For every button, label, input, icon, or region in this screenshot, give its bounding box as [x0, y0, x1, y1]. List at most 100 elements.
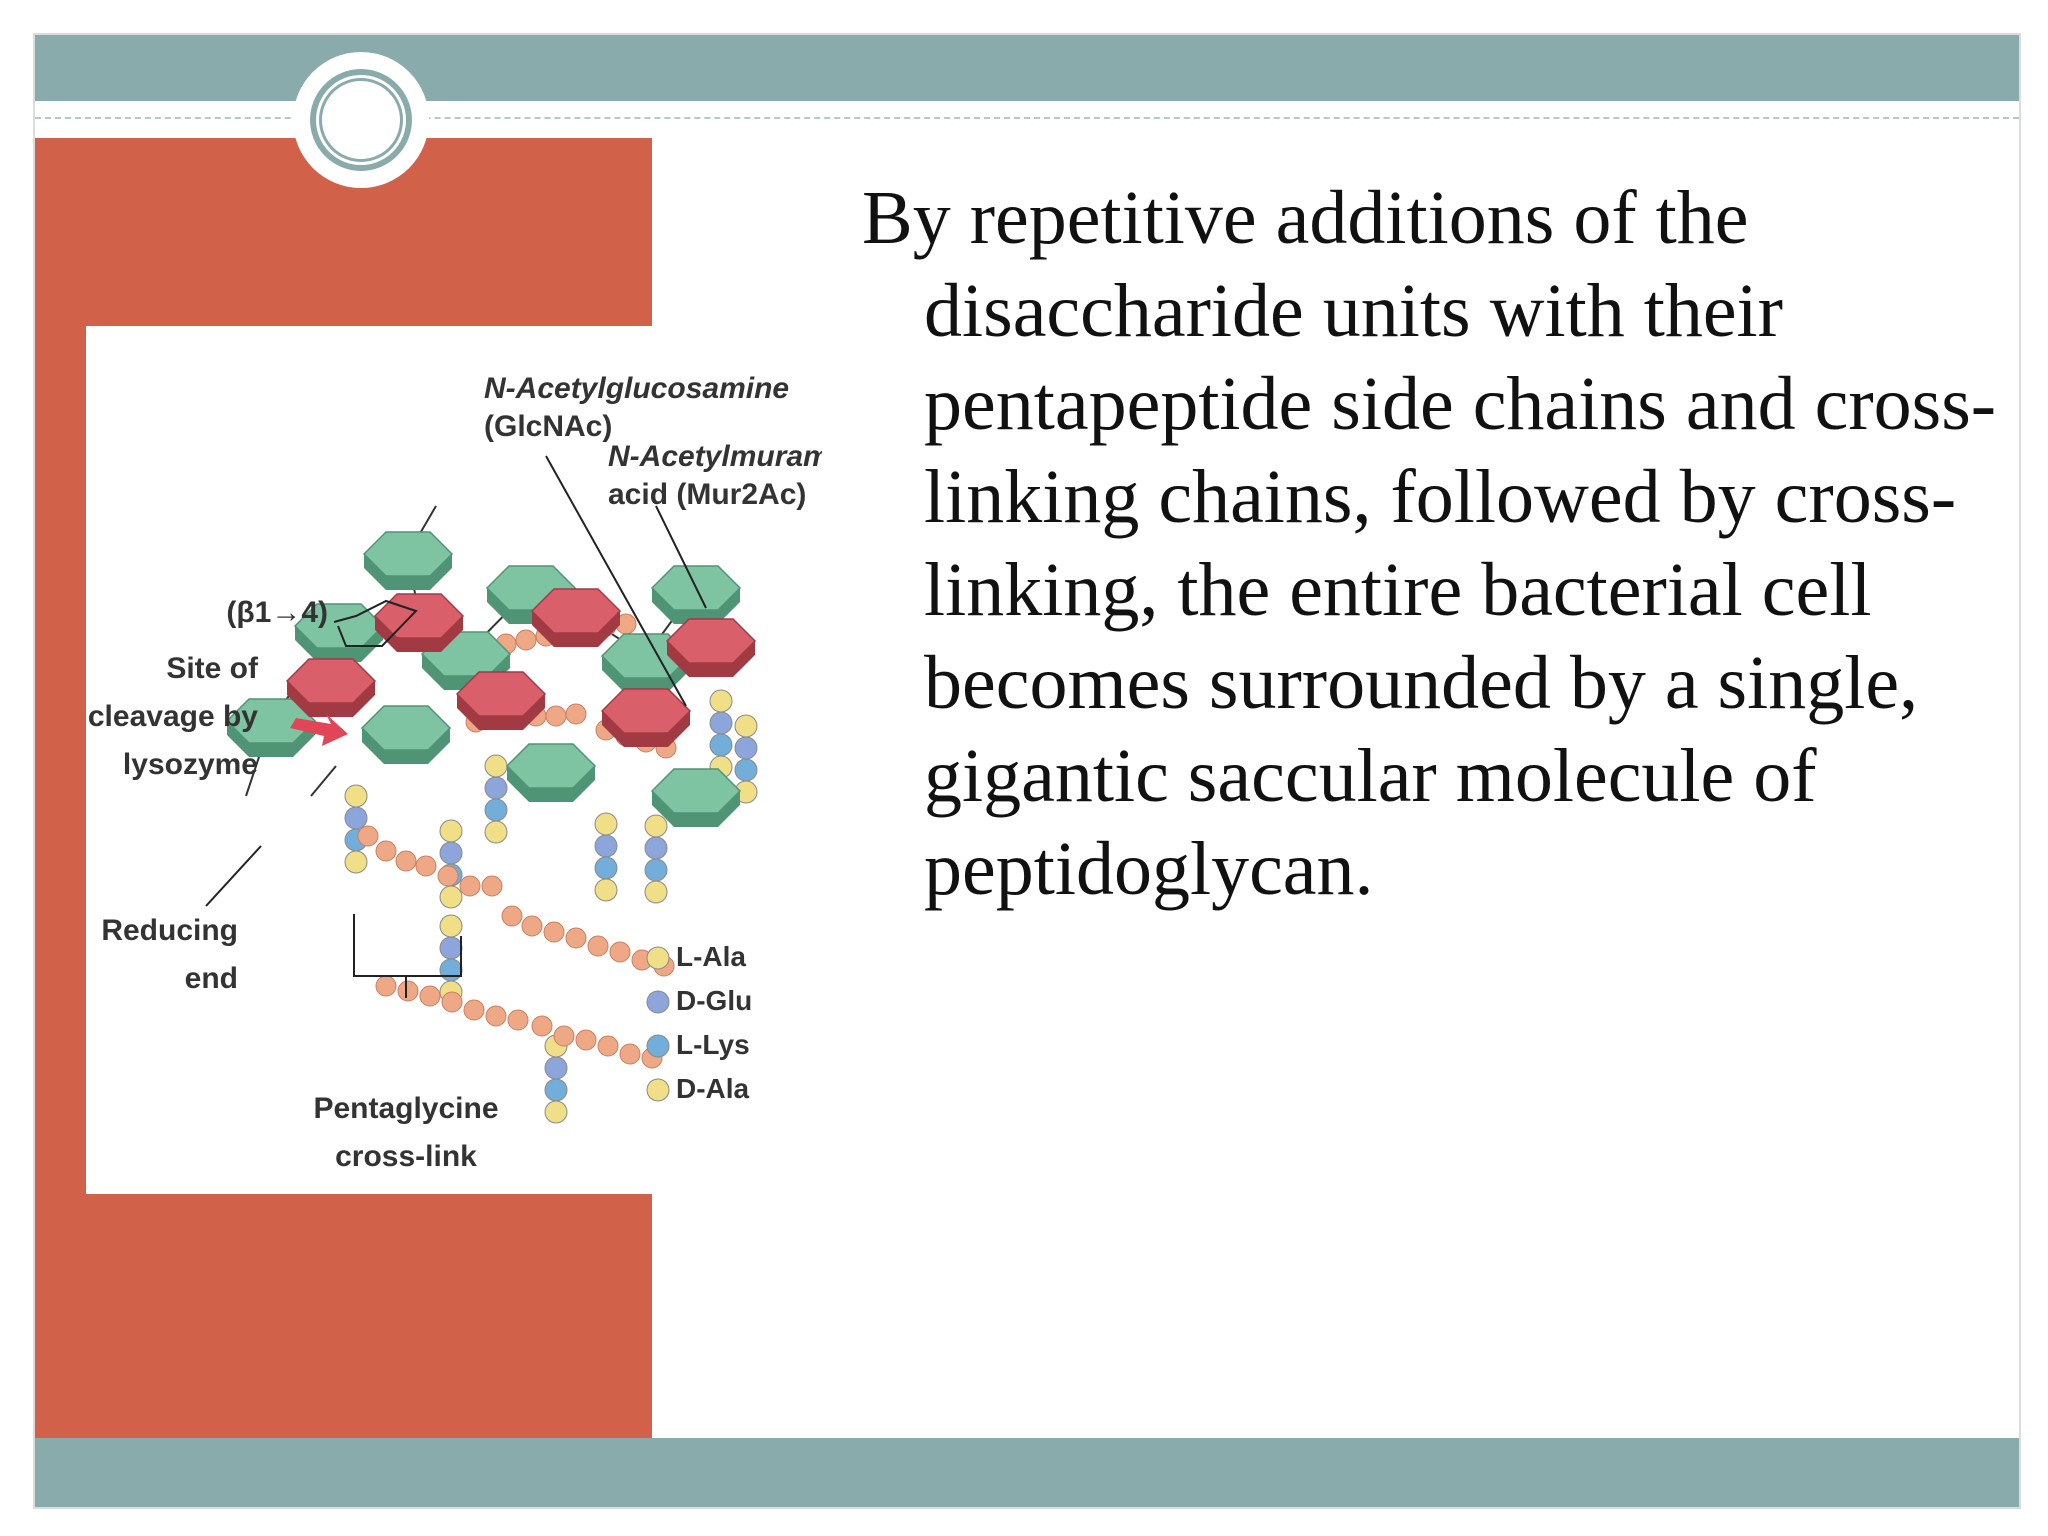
- pentaglycine-label-2: cross-link: [335, 1140, 477, 1173]
- peptide-bead: [709, 711, 733, 735]
- legend-d-glu: D-Glu: [676, 985, 752, 1016]
- glycine-bead: [609, 941, 631, 963]
- glycine-bead: [521, 915, 543, 937]
- glycine-bead: [397, 980, 419, 1002]
- slide-body-text: By repetitive additions of the disacchar…: [862, 176, 1997, 911]
- glycine-bead: [419, 985, 441, 1007]
- lysozyme-cleavage-arrow-icon: [290, 714, 348, 746]
- peptide-bead: [439, 885, 463, 909]
- reducing-end-label-1: Reducing: [101, 914, 238, 947]
- bottom-band: [35, 1438, 2019, 1507]
- peptide-bead: [439, 936, 463, 960]
- glcnac-leader: [545, 455, 687, 707]
- bond-bracket: [333, 599, 418, 647]
- peptidoglycan-diagram: N-Acetylglucosamine (GlcNAc) N-Acetylmur…: [88, 372, 855, 1173]
- dashed-divider: [35, 117, 2019, 119]
- peptide-bead: [594, 834, 618, 858]
- legend-l-ala: L-Ala: [676, 941, 746, 972]
- peptide-bead: [544, 1078, 568, 1102]
- legend-d-glu-bead: [646, 990, 670, 1014]
- glycine-bead: [565, 927, 587, 949]
- glycine-bead: [463, 999, 485, 1021]
- glcnac-sugar: [225, 698, 317, 757]
- peptide-bead: [544, 1100, 568, 1124]
- legend-l-lys: L-Lys: [676, 1029, 750, 1060]
- glycine-bead: [575, 1029, 597, 1051]
- pentaglycine-bracket: [353, 914, 462, 977]
- cleavage-label-2: cleavage by: [88, 700, 258, 733]
- peptide-bead: [544, 1056, 568, 1080]
- peptide-bead: [344, 850, 368, 874]
- glycine-bead: [565, 703, 587, 725]
- legend-d-ala-bead: [646, 1078, 670, 1102]
- peptide-bead: [484, 776, 508, 800]
- peptide-bead: [439, 841, 463, 865]
- murnac-label: N-Acetylmuramic: [608, 440, 822, 473]
- peptide-bead: [709, 689, 733, 713]
- glcnac-sugar: [650, 768, 742, 827]
- peptide-bead: [594, 812, 618, 836]
- glycine-bead: [357, 825, 379, 847]
- legend-l-ala-bead: [646, 946, 670, 970]
- bond-label: (β1→4): [226, 596, 328, 629]
- peptide-bead: [484, 820, 508, 844]
- peptide-bead: [709, 733, 733, 757]
- glycine-bead: [597, 1035, 619, 1057]
- glcnac-sugar: [650, 565, 742, 624]
- peptide-bead: [734, 736, 758, 760]
- legend-l-lys-bead: [646, 1034, 670, 1058]
- murnac-sugar: [285, 658, 377, 717]
- glcnac-label: N-Acetylglucosamine: [484, 372, 789, 405]
- reducing-end-leader: [205, 845, 262, 907]
- peptide-bead: [734, 714, 758, 738]
- murnac-sugar: [665, 618, 757, 677]
- glycine-bead: [515, 629, 537, 651]
- peptide-bead: [439, 914, 463, 938]
- glycine-bead: [545, 705, 567, 727]
- peptide-bead: [644, 858, 668, 882]
- cleavage-label-1: Site of: [166, 652, 259, 685]
- peptide-bead: [644, 880, 668, 904]
- glcnac-sugar: [362, 531, 454, 590]
- glycine-bead: [553, 1025, 575, 1047]
- peptide-bead: [594, 878, 618, 902]
- glycine-bead: [441, 991, 463, 1013]
- glycine-bead: [395, 850, 417, 872]
- glcnac-sugar: [505, 743, 597, 802]
- glycine-bead: [415, 855, 437, 877]
- murnac-sugar: [530, 588, 622, 647]
- glycine-bead: [485, 1005, 507, 1027]
- glcnac-abbrev-label: (GlcNAc): [484, 410, 612, 443]
- murnac-leader: [655, 505, 707, 609]
- peptide-bead: [344, 806, 368, 830]
- glycine-bead: [375, 840, 397, 862]
- murnac-sugar: [455, 671, 547, 730]
- peptide-bead: [734, 758, 758, 782]
- reducing-end-label-2: end: [185, 962, 238, 995]
- murnac-abbrev-label: acid (Mur2Ac): [608, 478, 806, 511]
- cleavage-label-3: lysozyme: [123, 748, 258, 781]
- peptide-bead: [484, 798, 508, 822]
- legend-d-ala: D-Ala: [676, 1073, 750, 1104]
- glycine-bead: [619, 1043, 641, 1065]
- glycine-bead: [507, 1009, 529, 1031]
- peptide-bead: [439, 958, 463, 982]
- murnac-sugar: [600, 688, 692, 747]
- ornament-inner-ring: [319, 78, 403, 162]
- glycine-bead: [587, 935, 609, 957]
- glycine-bead: [459, 875, 481, 897]
- peptide-bead: [484, 754, 508, 778]
- glycine-bead: [437, 865, 459, 887]
- glycine-bead: [375, 975, 397, 997]
- glycan-backbone: [310, 765, 337, 797]
- peptide-bead: [344, 784, 368, 808]
- peptidoglycan-diagram-panel: N-Acetylglucosamine (GlcNAc) N-Acetylmur…: [86, 326, 855, 1194]
- glcnac-sugar: [360, 705, 452, 764]
- peptide-bead: [439, 819, 463, 843]
- peptide-bead: [644, 814, 668, 838]
- glycine-bead: [481, 875, 503, 897]
- pentaglycine-label-1: Pentaglycine: [313, 1092, 498, 1125]
- peptide-bead: [594, 856, 618, 880]
